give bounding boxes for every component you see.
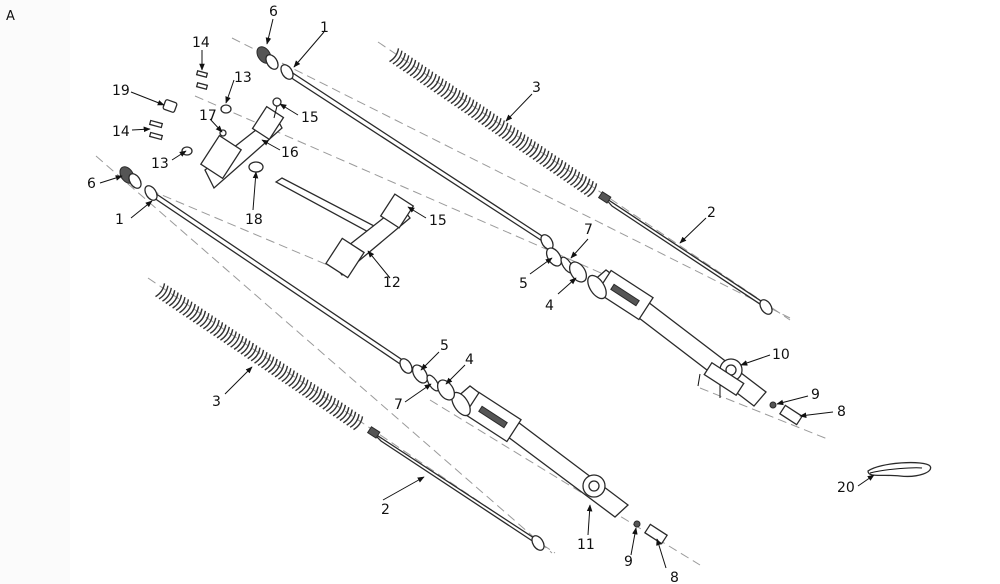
callout-5: 5 [519, 276, 528, 292]
axle-hardware [633, 401, 804, 545]
callout-12: 12 [383, 275, 401, 291]
damper-rod-left [366, 426, 545, 551]
callout-3: 3 [212, 394, 221, 410]
callout-2: 2 [707, 205, 716, 221]
leader-lines [99, 18, 875, 569]
callout-16: 16 [281, 145, 299, 161]
callout-3: 3 [532, 80, 541, 96]
callout-5: 5 [440, 338, 449, 354]
clamp-bolts [148, 69, 209, 141]
callout-11: 11 [577, 537, 595, 553]
callout-6: 6 [269, 4, 278, 20]
callout-14: 14 [112, 124, 130, 140]
seal-rings-right [545, 247, 588, 283]
callout-labels: 1 1 2 2 3 3 4 4 5 5 6 6 7 7 8 8 9 9 10 1… [87, 4, 855, 584]
callout-8: 8 [837, 404, 846, 420]
fork-tube-left [144, 185, 413, 374]
lower-clamp [274, 177, 415, 279]
callout-9: 9 [624, 554, 633, 570]
callout-1: 1 [320, 20, 329, 36]
damper-rod-right [597, 191, 773, 315]
seal-rings-left [411, 364, 456, 401]
callout-1: 1 [115, 212, 124, 228]
top-cap-right [256, 46, 279, 70]
callout-18: 18 [245, 212, 263, 228]
callout-4: 4 [465, 352, 474, 368]
callout-7: 7 [584, 222, 593, 238]
panel-letter: A [6, 9, 15, 24]
callout-14: 14 [192, 35, 210, 51]
callout-9: 9 [811, 387, 820, 403]
callout-10: 10 [772, 347, 790, 363]
spring-left [155, 283, 364, 431]
top-cap-left [119, 166, 142, 189]
callout-15: 15 [301, 110, 319, 126]
lower-leg-left [451, 385, 630, 518]
fork-tube-right [280, 64, 554, 250]
callout-13: 13 [151, 156, 169, 172]
callout-20: 20 [837, 480, 855, 496]
cotter-pin [867, 461, 932, 478]
callout-19: 19 [112, 83, 130, 99]
lower-leg-right [587, 269, 767, 407]
callout-2: 2 [381, 502, 390, 518]
callout-13: 13 [234, 70, 252, 86]
callout-8: 8 [670, 570, 679, 584]
callout-7: 7 [394, 397, 403, 413]
callout-4: 4 [545, 298, 554, 314]
callout-17: 17 [199, 108, 217, 124]
margin-strip [0, 0, 70, 584]
callout-15: 15 [429, 213, 447, 229]
callout-6: 6 [87, 176, 96, 192]
top-clamp [199, 97, 285, 190]
spring-right [389, 48, 598, 198]
